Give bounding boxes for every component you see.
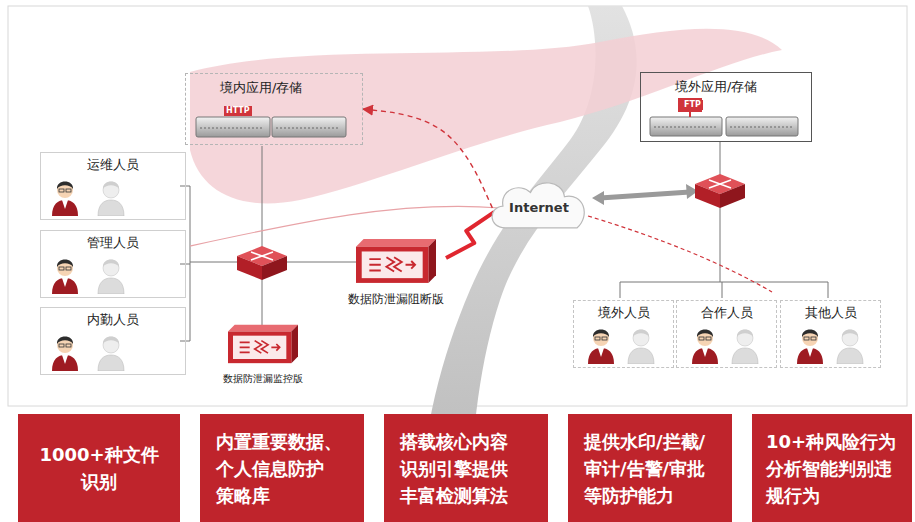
dlp-device: [228, 325, 298, 363]
node-label: 10+种风险行为 分析智能判别违 规行为: [766, 428, 898, 509]
switch-icon: [695, 174, 745, 208]
node-label: 1000+种文件 识别: [33, 441, 165, 495]
staff-group: 内勤人员: [40, 307, 186, 375]
node-label: 境外应用/存储: [641, 73, 811, 96]
block-lightning: [446, 212, 494, 258]
staff-group: 运维人员: [40, 152, 186, 220]
wires: [180, 141, 828, 341]
node-label: 数据防泄漏监控版: [223, 372, 303, 386]
node-label: 境内应用/存储: [186, 74, 362, 97]
servers: [196, 98, 798, 137]
node-label: 运维人员: [41, 153, 185, 174]
feature-box: 10+种风险行为 分析智能判别违 规行为: [752, 414, 912, 522]
node-label: 数据防泄漏阻断版: [348, 291, 444, 308]
protocol-tag: FTP: [682, 100, 703, 110]
dlp-monitor-device: 数据防泄漏监控版: [210, 320, 316, 386]
staff-group: 管理人员: [40, 230, 186, 298]
switch-icon: [237, 246, 287, 280]
people: [52, 182, 863, 372]
dashed-flow-arrow: [363, 109, 492, 208]
app-storage-box: 境外应用/存储: [640, 72, 812, 142]
node-label: 搭载核心内容 识别引擎提供 丰富检测算法: [400, 428, 532, 509]
staff-group: 境外人员: [573, 300, 674, 368]
internet-cloud: Internet: [486, 176, 592, 234]
feature-box: 提供水印/拦截/ 审计/告警/审批 等防护能力: [568, 414, 732, 522]
wall-band: [190, 29, 782, 204]
protocol-tag: HTTP: [224, 106, 252, 116]
node-label: 合作人员: [677, 301, 776, 322]
app-storage-box: 境内应用/存储: [185, 73, 363, 145]
node-label: 提供水印/拦截/ 审计/告警/审批 等防护能力: [584, 428, 716, 509]
staff-group: 其他人员: [780, 300, 881, 368]
node-label: Internet: [509, 196, 569, 215]
feature-box: 内置重要数据、 个人信息防护 策略库: [200, 414, 364, 522]
feature-box: 搭载核心内容 识别引擎提供 丰富检测算法: [384, 414, 548, 522]
node-label: 其他人员: [781, 301, 880, 322]
feature-box: 1000+种文件 识别: [18, 414, 180, 522]
node-label: 境外人员: [574, 301, 673, 322]
dlp-block-device: 数据防泄漏阻断版: [340, 234, 452, 308]
node-label: 内勤人员: [41, 308, 185, 329]
staff-group: 合作人员: [676, 300, 777, 368]
node-label: 管理人员: [41, 231, 185, 252]
node-label: 内置重要数据、 个人信息防护 策略库: [216, 428, 348, 509]
dlp-device: [356, 239, 436, 283]
